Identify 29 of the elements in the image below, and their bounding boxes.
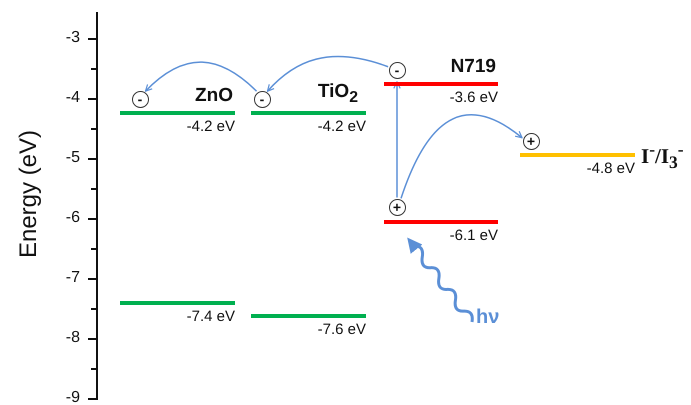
tick-label: -3: [64, 29, 80, 47]
energy-value: -7.6 eV: [318, 321, 366, 338]
charge-circle: +: [388, 198, 406, 216]
wavy-arrow: [407, 237, 474, 322]
energy-value: -7.4 eV: [186, 308, 235, 325]
energy-value: -4.2 eV: [186, 118, 235, 135]
material-label: TiO$_{2}$: [318, 81, 358, 107]
photon-label: hν: [476, 306, 500, 329]
material-label: N719: [450, 56, 496, 78]
tick-label: -8: [64, 329, 80, 347]
axis-title: Energy (eV): [15, 129, 43, 259]
arrow: [144, 61, 258, 92]
energy-value: -6.1 eV: [450, 227, 498, 244]
arrow: [400, 114, 523, 199]
charge-circle: -: [388, 62, 406, 78]
energy-value: -4.8 eV: [586, 160, 635, 177]
tick-label: -4: [64, 89, 80, 107]
material-label: ZnO: [195, 85, 233, 107]
tick-label: -5: [64, 149, 80, 167]
tick-label: -6: [64, 209, 80, 227]
charge-circle: +: [522, 132, 540, 150]
arrow: [393, 81, 401, 198]
tick-label: -7: [64, 269, 80, 287]
energy-value: -3.6 eV: [450, 89, 498, 106]
charge-circle: -: [132, 90, 148, 108]
energy-value: -4.2 eV: [318, 118, 366, 135]
charge-circle: -: [254, 90, 270, 108]
arrow: [266, 56, 388, 92]
tick-label: -9: [64, 389, 80, 405]
